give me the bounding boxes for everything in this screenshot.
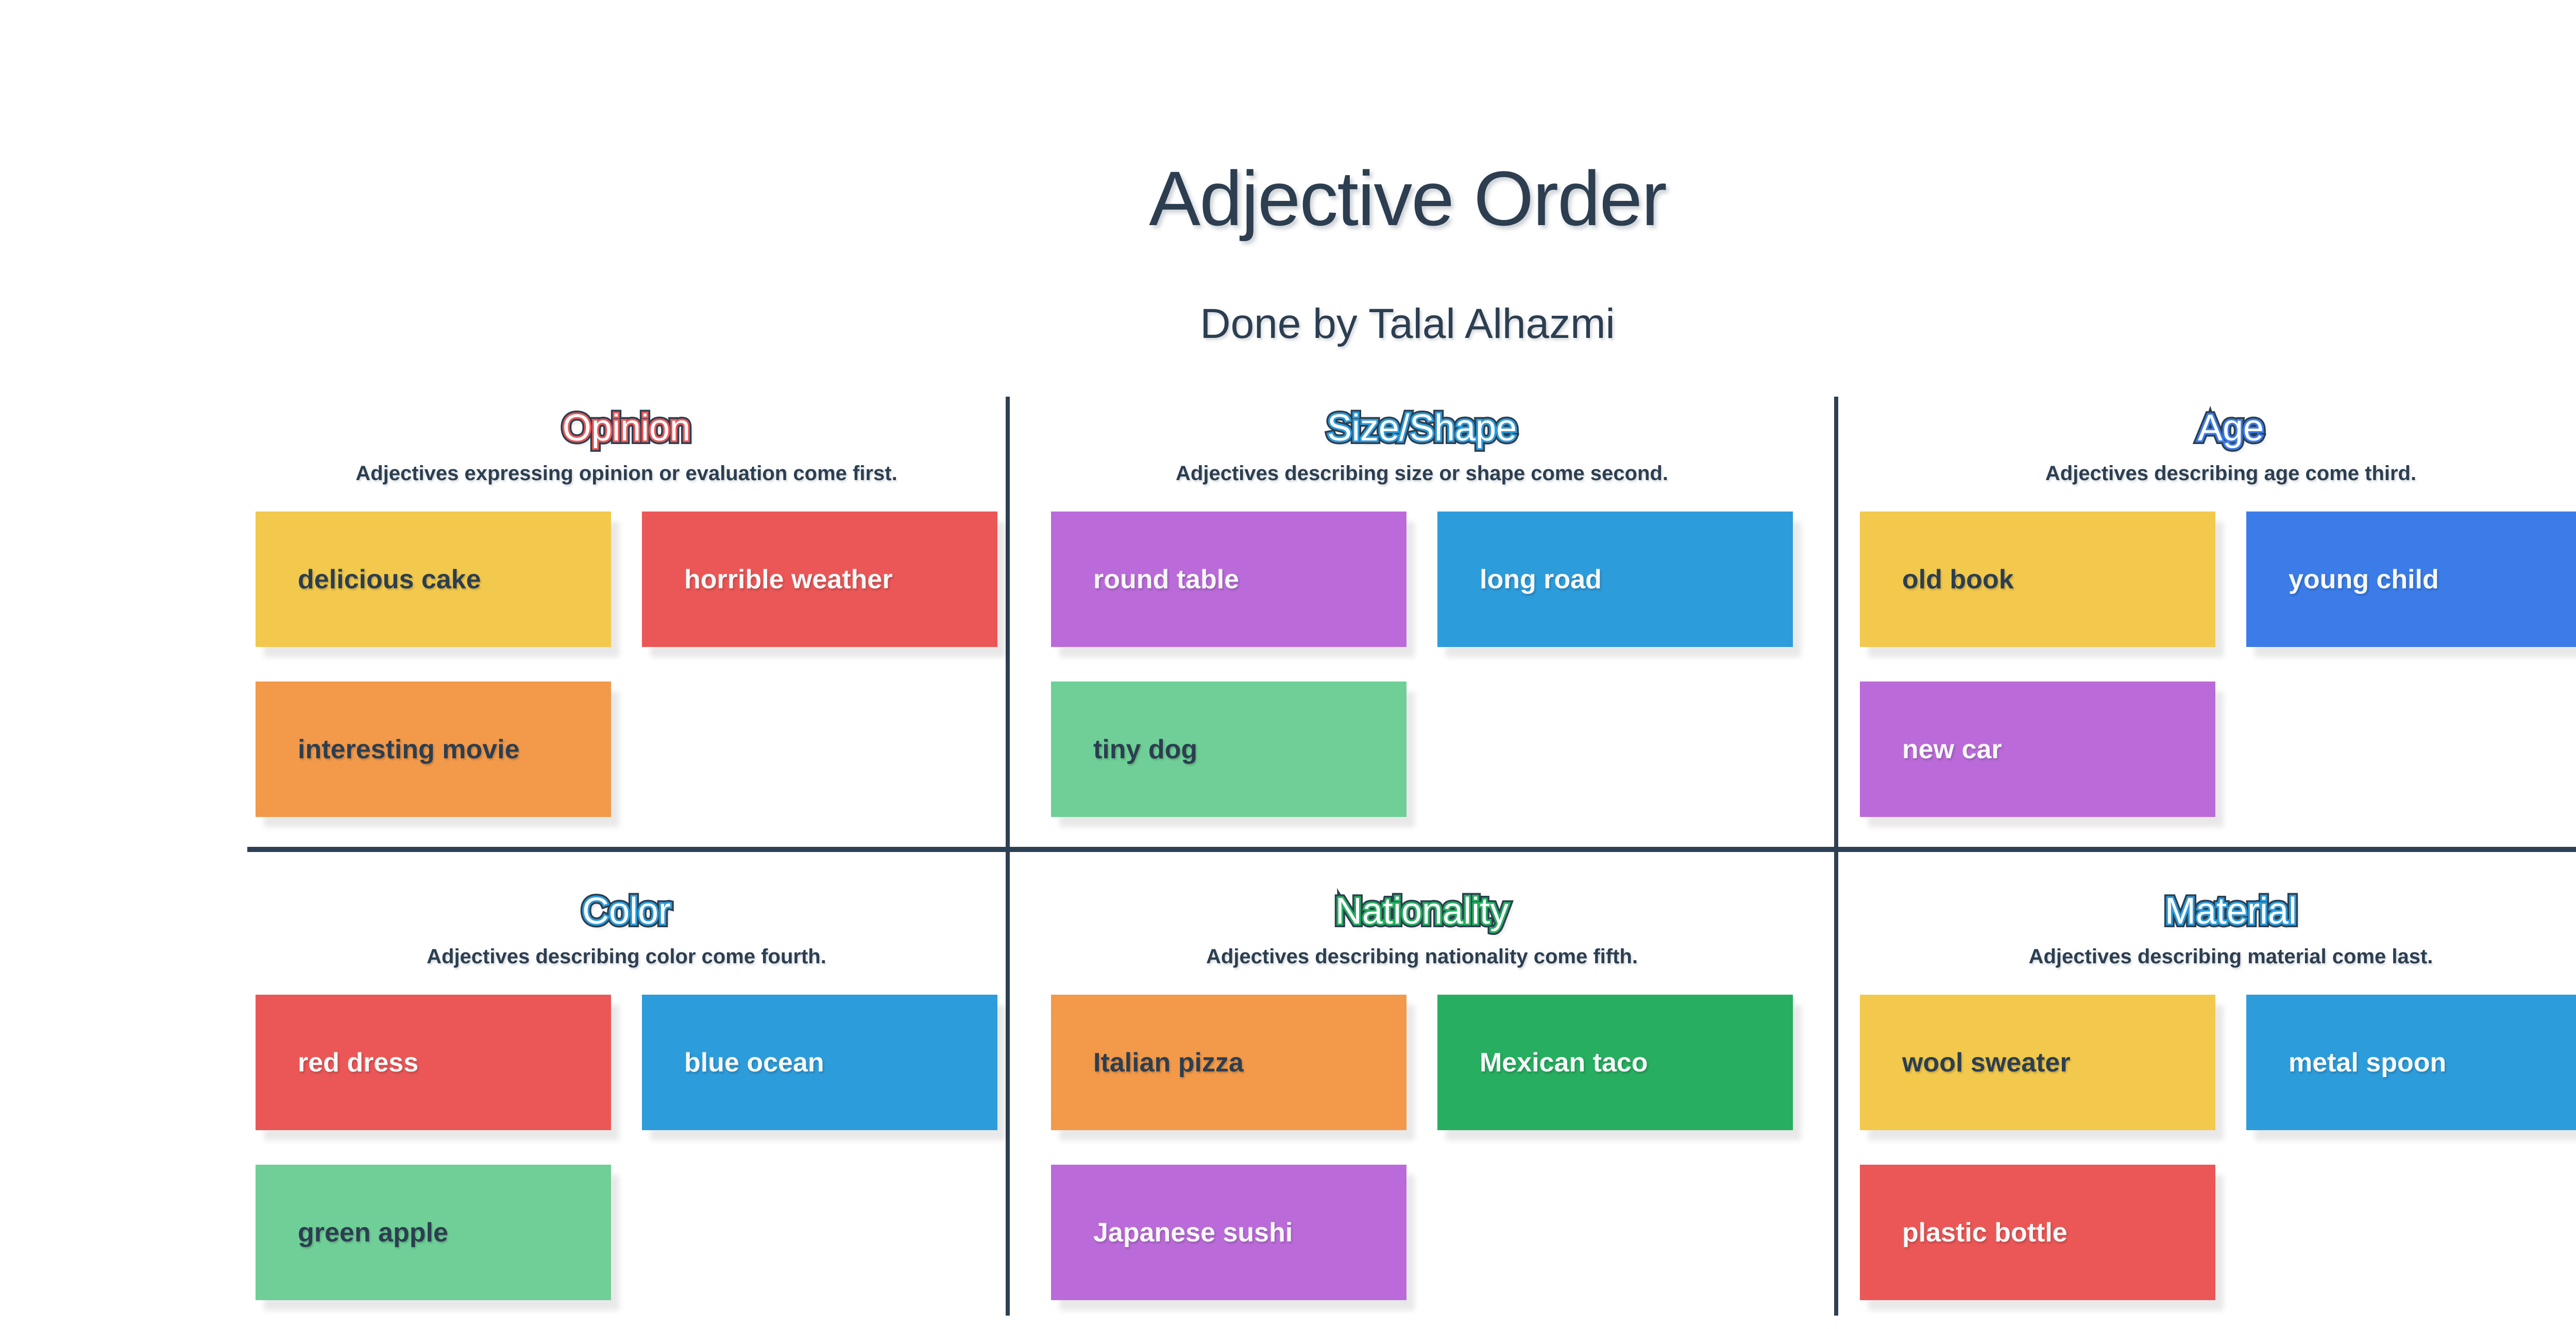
card-label: blue ocean xyxy=(684,1047,824,1078)
adjective-card: wool sweater xyxy=(1860,995,2215,1131)
adjective-card: Japanese sushi xyxy=(1051,1165,1406,1301)
adjective-card: blue ocean xyxy=(642,995,997,1131)
card-row: Italian pizza Mexican taco xyxy=(1051,995,1793,1131)
card-label: new car xyxy=(1902,734,2002,764)
adjective-card: interesting movie xyxy=(256,681,611,817)
section-subtitle-size-shape: Adjectives describing size or shape come… xyxy=(1176,462,1668,485)
card-label: interesting movie xyxy=(298,734,520,764)
card-row: new car xyxy=(1860,681,2576,817)
adjective-card: Italian pizza xyxy=(1051,995,1406,1131)
section-subtitle-age: Adjectives describing age come third. xyxy=(2045,462,2417,485)
section-subtitle-opinion: Adjectives expressing opinion or evaluat… xyxy=(355,462,897,485)
card-row: green apple xyxy=(256,1165,997,1301)
card-label: green apple xyxy=(298,1217,448,1248)
card-label: plastic bottle xyxy=(1902,1217,2067,1248)
card-label: young child xyxy=(2289,564,2439,594)
card-label: Italian pizza xyxy=(1093,1047,1244,1078)
adjective-card: horrible weather xyxy=(642,512,997,648)
card-row: Japanese sushi xyxy=(1051,1165,1793,1301)
card-label: tiny dog xyxy=(1093,734,1198,764)
section-title-age: Age xyxy=(1838,404,2576,452)
section-subtitle-color: Adjectives describing color come fourth. xyxy=(427,945,826,968)
card-label: Japanese sushi xyxy=(1093,1217,1293,1248)
card-row: wool sweater metal spoon xyxy=(1860,995,2576,1131)
adjective-card: new car xyxy=(1860,681,2215,817)
section-subtitle-nationality: Adjectives describing nationality come f… xyxy=(1206,945,1638,968)
card-row: red dress blue ocean xyxy=(256,995,997,1131)
adjective-card: green apple xyxy=(256,1165,611,1301)
card-label: long road xyxy=(1480,564,1602,594)
card-row: interesting movie xyxy=(256,681,997,817)
card-row: delicious cake horrible weather xyxy=(256,512,997,648)
adjective-card: tiny dog xyxy=(1051,681,1406,817)
section-color: Color Adjectives describing color come f… xyxy=(247,852,1010,1316)
adjective-card: metal spoon xyxy=(2246,995,2576,1131)
adjective-card: Mexican taco xyxy=(1437,995,1793,1131)
section-subtitle-material: Adjectives describing material come last… xyxy=(2028,945,2433,968)
adjective-card: long road xyxy=(1437,512,1793,648)
adjective-order-grid: Opinion Adjectives expressing opinion or… xyxy=(247,397,2576,1316)
page-title: Adjective Order xyxy=(1149,155,1667,242)
adjective-card: plastic bottle xyxy=(1860,1165,2215,1301)
card-label: delicious cake xyxy=(298,564,481,594)
card-row: round table long road xyxy=(1051,512,1793,648)
card-label: red dress xyxy=(298,1047,419,1078)
card-label: wool sweater xyxy=(1902,1047,2071,1078)
section-opinion: Opinion Adjectives expressing opinion or… xyxy=(247,397,1010,852)
card-row: tiny dog xyxy=(1051,681,1793,817)
section-title-opinion: Opinion xyxy=(247,404,1006,452)
section-age: Age Adjectives describing age come third… xyxy=(1838,397,2576,852)
adjective-card: old book xyxy=(1860,512,2215,648)
card-label: Mexican taco xyxy=(1480,1047,1648,1078)
section-nationality: Nationality Adjectives describing nation… xyxy=(1010,852,1838,1316)
card-row: old book young child xyxy=(1860,512,2576,648)
adjective-card: red dress xyxy=(256,995,611,1131)
byline: Done by Talal Alhazmi xyxy=(1200,300,1615,347)
section-size-shape: Size/Shape Adjectives describing size or… xyxy=(1010,397,1838,852)
card-label: round table xyxy=(1093,564,1240,594)
adjective-card: round table xyxy=(1051,512,1406,648)
card-label: old book xyxy=(1902,564,2014,594)
adjective-card: young child xyxy=(2246,512,2576,648)
section-title-material: Material xyxy=(1838,887,2576,935)
section-material: Material Adjectives describing material … xyxy=(1838,852,2576,1316)
section-title-color: Color xyxy=(247,887,1006,935)
card-row: plastic bottle xyxy=(1860,1165,2576,1301)
adjective-card: delicious cake xyxy=(256,512,611,648)
card-label: horrible weather xyxy=(684,564,893,594)
section-title-size-shape: Size/Shape xyxy=(1010,404,1834,452)
card-label: metal spoon xyxy=(2289,1047,2447,1078)
poster: Adjective Order Done by Talal Alhazmi Op… xyxy=(0,160,2576,1329)
section-title-nationality: Nationality xyxy=(1010,887,1834,935)
